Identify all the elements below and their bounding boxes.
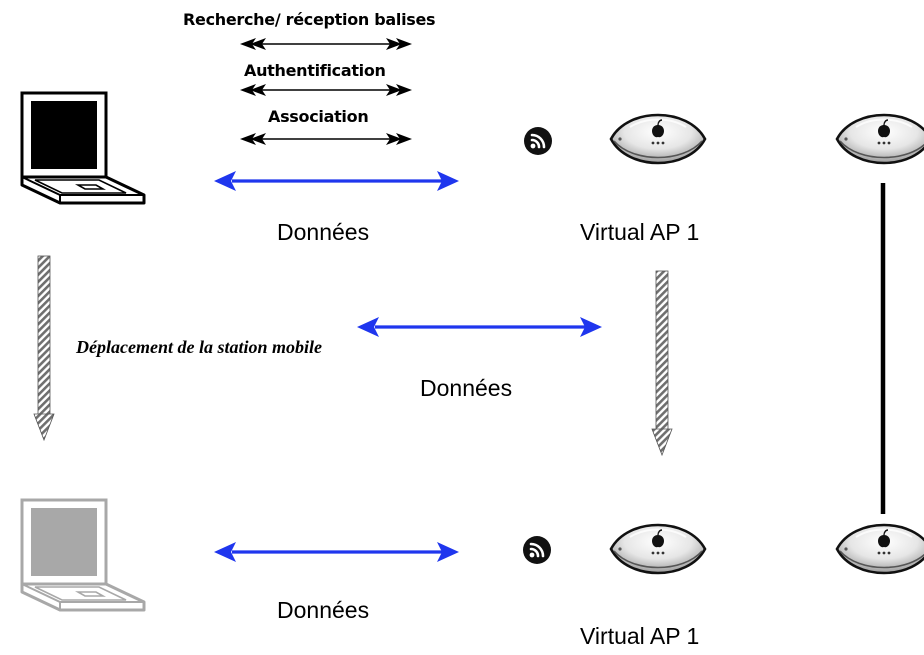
access-point-icon	[609, 523, 707, 575]
access-point-icon	[835, 113, 924, 165]
auth-step-label: Authentification	[244, 61, 386, 80]
wifi-icon	[522, 535, 552, 565]
laptop-icon	[20, 91, 146, 205]
ap-label-top: Virtual AP 1	[580, 219, 700, 245]
access-point-icon	[835, 523, 924, 575]
hatched-down-arrow-icon	[33, 255, 55, 442]
movement-label: Déplacement de la station mobile	[76, 337, 322, 357]
wifi-icon	[523, 126, 553, 156]
ap-label-bottom: Virtual AP 1	[580, 623, 700, 649]
access-point-icon	[609, 113, 707, 165]
assoc-arrow	[240, 133, 412, 145]
scan-arrow	[240, 38, 412, 50]
data-arrow-middle	[357, 317, 602, 337]
hatched-down-arrow-icon	[651, 270, 673, 457]
data-label-bottom: Données	[277, 597, 370, 623]
scan-step-label: Recherche/ réception balises	[183, 10, 436, 29]
data-arrow-bottom	[214, 542, 459, 562]
data-label-middle: Données	[420, 375, 513, 401]
data-label-top: Données	[277, 219, 370, 245]
data-arrow-top	[214, 171, 459, 191]
assoc-step-label: Association	[268, 107, 369, 126]
laptop-icon	[20, 498, 146, 612]
auth-arrow	[240, 84, 412, 96]
